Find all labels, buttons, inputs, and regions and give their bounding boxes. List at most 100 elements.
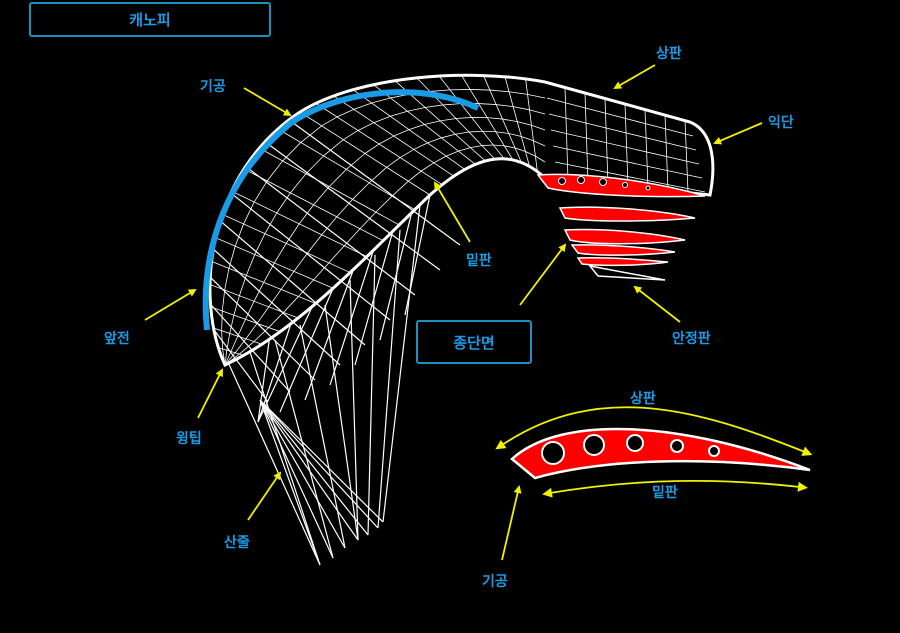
canopy-span-line (285, 223, 300, 244)
riser-line (259, 399, 384, 523)
suspension-line (324, 304, 359, 541)
canopy-tip-cell-line (624, 103, 629, 187)
cascade-line (288, 119, 461, 246)
canopy-span-line (424, 120, 441, 125)
canopy-span-line (525, 151, 536, 157)
canopy-span-line (429, 89, 451, 92)
canopy-span-line (495, 131, 509, 134)
canopy-span-line (425, 104, 443, 108)
cascade-line (264, 141, 441, 271)
canopy-span-line (253, 180, 268, 203)
canopy-span-line (245, 323, 258, 340)
canopy-tip-cell-line (584, 92, 589, 183)
canopy-span-line (336, 108, 354, 118)
canopy-span-line (321, 116, 338, 127)
riser-line (259, 399, 369, 536)
suspension-line (377, 229, 401, 529)
canopy-span-line (321, 216, 338, 236)
cascade-line (354, 231, 394, 366)
canopy-span-line (234, 223, 244, 247)
canopy-span-line (373, 115, 391, 124)
cascade-line (329, 250, 375, 386)
canopy-span-line (274, 243, 287, 264)
suspension-line (367, 254, 376, 536)
canopy-span-line (375, 195, 393, 213)
canopy-tip-line (548, 113, 697, 151)
canopy-span-line (234, 338, 247, 354)
canopy-span-line (359, 211, 377, 230)
canopy-span-line (391, 180, 409, 197)
canopy-tip-line (554, 161, 706, 193)
canopy-span-line (481, 144, 494, 146)
canopy-span-line (413, 142, 428, 150)
canopy-tip-cell-line (604, 98, 609, 185)
suspension-line (382, 204, 421, 523)
canopy-tip-line (546, 97, 694, 137)
canopy-span-line (283, 296, 299, 313)
canopy-span-line (535, 155, 546, 163)
profile-label-top-surface: 상판 (630, 391, 656, 407)
canopy-span-line (527, 93, 546, 99)
canopy-span-line (470, 145, 483, 148)
canopy-span-line (280, 271, 295, 290)
canopy-span-line (344, 228, 361, 246)
profile-label-air-intake: 기공 (482, 574, 508, 590)
canopy-span-line (254, 233, 266, 255)
canopy-span-line (482, 130, 496, 133)
label-stabilizer: 안정판 (672, 331, 711, 347)
canopy-tip-cell-line (684, 120, 689, 193)
canopy-span-line (300, 125, 322, 143)
canopy-span-line (305, 155, 324, 175)
canopy-span-line (531, 124, 546, 131)
canopy-span-line (221, 311, 223, 331)
canopy-span-line (496, 104, 514, 108)
canopy-span-line (390, 110, 408, 117)
canopy-span-line (346, 153, 366, 170)
canopy-span-line (228, 246, 236, 269)
profile-label-bottom-surface: 밑판 (652, 485, 678, 501)
canopy-span-line (502, 118, 518, 122)
canopy-span-line (276, 192, 291, 214)
canopy-span-line (343, 130, 359, 141)
cascade-line (213, 329, 269, 403)
canopy-span-line (458, 147, 471, 152)
canopy-span-line (533, 140, 546, 147)
label-top-surface: 상판 (656, 46, 682, 62)
canopy-span-line (221, 330, 223, 349)
suspension-line (227, 361, 321, 566)
canopy-span-line (256, 306, 270, 324)
cascade-line (219, 220, 366, 346)
cross-section-title-box: 종단면 (416, 320, 532, 364)
cascade-line (245, 165, 416, 296)
canopy-span-line (478, 103, 497, 105)
cascade-line (212, 248, 341, 366)
canopy-span-line (371, 97, 391, 104)
canopy-tip-cell-line (564, 87, 569, 181)
canopy-span-line (245, 254, 256, 276)
canopy-span-line (266, 160, 283, 182)
canopy-span-line (243, 201, 255, 225)
cascade-line (230, 192, 391, 321)
canopy-span-line (268, 312, 284, 328)
canopy-tip-cell-line (644, 109, 649, 189)
canopy-cell-line (438, 75, 505, 160)
canopy-span-line (393, 129, 410, 137)
ribs (536, 173, 706, 281)
canopy-span-line (253, 282, 265, 302)
canopy-span-line (229, 315, 235, 334)
riser-line (259, 399, 334, 559)
canopy-span-line (517, 121, 532, 126)
canopy-span-line (245, 301, 255, 320)
riser-line (259, 399, 359, 541)
canopy-span-line (263, 262, 275, 283)
canopy-span-line (224, 268, 230, 291)
canopy-span-line (529, 109, 546, 115)
canopy-span-line (433, 155, 447, 164)
canopy-span-line (508, 133, 522, 137)
canopy-span-line (455, 131, 470, 135)
canopy-span-line (514, 147, 526, 152)
suspension-line (249, 351, 321, 566)
canopy-tip-line (550, 129, 700, 165)
